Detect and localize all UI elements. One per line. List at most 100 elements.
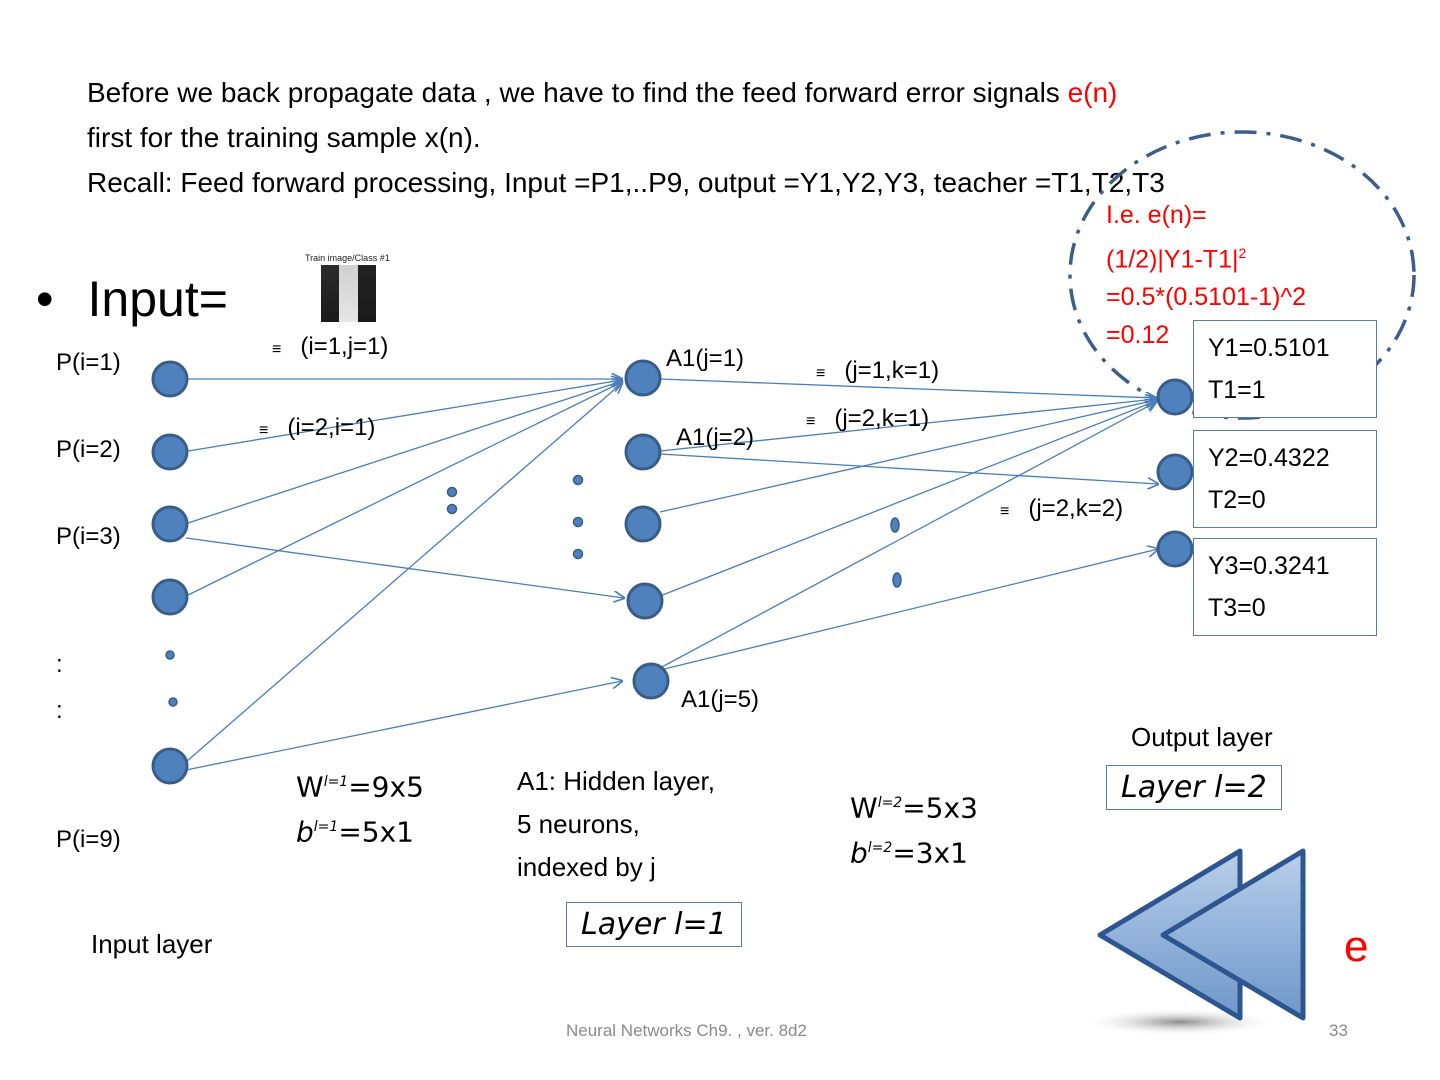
error-signal-term: e(n) bbox=[1067, 77, 1118, 108]
thumbnail-column bbox=[339, 265, 358, 322]
output-node bbox=[1156, 530, 1194, 568]
edge-p3-a4 bbox=[185, 537, 624, 598]
intro-line-1: Before we back propagate data , we have … bbox=[87, 77, 1068, 108]
description-line: A1: Hidden layer, bbox=[517, 766, 716, 796]
output-box-y3: Y3=0.3241 T3=0 bbox=[1193, 538, 1377, 636]
input-node bbox=[151, 505, 189, 543]
teacher-value: T2=0 bbox=[1208, 486, 1266, 514]
equivalence-symbol: ≡ bbox=[806, 413, 815, 430]
output-box-y1: Y1=0.5101 T1=1 bbox=[1193, 320, 1377, 418]
ellipsis-dot bbox=[572, 548, 584, 560]
error-line: =0.5*(0.5101-1)^2 bbox=[1106, 283, 1307, 312]
output-box-y2: Y2=0.4322 T2=0 bbox=[1193, 430, 1377, 528]
hidden-node bbox=[624, 433, 662, 471]
ellipsis-dot bbox=[446, 486, 458, 498]
rewind-triangle-front bbox=[1160, 848, 1306, 1021]
error-line: (1/2)|Y1-T1| bbox=[1106, 245, 1239, 274]
input-node bbox=[151, 360, 189, 398]
edge-a4-y1 bbox=[659, 401, 1156, 597]
weight-label-i2-i1: ≡ (i=2,i=1) bbox=[259, 414, 375, 442]
hidden-layer-description: A1: Hidden layer, 5 neurons, indexed by … bbox=[517, 760, 715, 889]
rewind-icon bbox=[1080, 848, 1306, 1036]
input-label: Input= bbox=[87, 271, 228, 327]
edge-a5-y3 bbox=[659, 549, 1158, 671]
intro-line-3: Recall: Feed forward processing, Input =… bbox=[87, 167, 1165, 198]
ellipsis-dot bbox=[890, 517, 900, 533]
weight-dimension: =9x5 bbox=[348, 770, 424, 804]
description-line: indexed by j bbox=[517, 852, 656, 882]
input-bullet: • Input= bbox=[36, 270, 228, 328]
teacher-value: T3=0 bbox=[1208, 594, 1266, 622]
input-label-p3: P(i=3) bbox=[56, 523, 121, 550]
layer2-dimensions: Wl=2=5x3 bl=2=3x1 bbox=[850, 783, 978, 874]
bullet-dot: • bbox=[36, 271, 54, 327]
weight-index: (i=1,j=1) bbox=[300, 333, 389, 360]
ellipsis-dot bbox=[168, 697, 178, 707]
equivalence-symbol: ≡ bbox=[259, 422, 268, 439]
teacher-value: T1=1 bbox=[1208, 376, 1266, 404]
weight-index: (j=2,k=1) bbox=[834, 405, 930, 432]
edge-a3-y1 bbox=[659, 400, 1156, 513]
backprop-error-label: e bbox=[1344, 922, 1369, 971]
description-line: 5 neurons, bbox=[517, 809, 640, 839]
edge-p3-a1 bbox=[187, 381, 622, 524]
error-highlight-circle bbox=[1068, 130, 1416, 420]
error-exponent: 2 bbox=[1238, 245, 1247, 261]
bias-symbol: b bbox=[296, 815, 314, 849]
ellipsis-dot bbox=[572, 516, 584, 528]
page-number: 33 bbox=[1329, 1021, 1348, 1040]
weight-index: (i=2,i=1) bbox=[287, 414, 376, 441]
ellipsis-dot bbox=[892, 572, 902, 588]
equivalence-symbol: ≡ bbox=[816, 365, 825, 382]
thumbnail-title: Train image/Class #1 bbox=[305, 253, 390, 263]
edge-p4-a1 bbox=[187, 382, 622, 596]
weight-label-j2-k2: ≡ (j=2,k=2) bbox=[1000, 495, 1123, 523]
output-value: Y2=0.4322 bbox=[1208, 444, 1330, 472]
hidden-label-a1: A1(j=1) bbox=[666, 345, 745, 372]
weight-label-i1-j1: ≡ (i=1,j=1) bbox=[272, 333, 388, 361]
intro-text: Before we back propagate data , we have … bbox=[87, 70, 1165, 205]
ellipsis-dot bbox=[572, 474, 584, 486]
bias-dimension: =3x1 bbox=[892, 836, 968, 870]
layer1-dimensions: Wl=1=9x5 bl=1=5x1 bbox=[296, 762, 424, 853]
output-value: Y3=0.3241 bbox=[1208, 552, 1330, 580]
input-label-ellipsis: : bbox=[56, 697, 63, 724]
weight-index: (j=2,k=2) bbox=[1028, 495, 1124, 522]
hidden-node bbox=[624, 359, 662, 397]
layer-1-label: Layer l=1 bbox=[566, 902, 742, 947]
edge-p9-a5 bbox=[185, 681, 622, 771]
hidden-label-a2: A1(j=2) bbox=[676, 424, 755, 451]
edge-a2-y2 bbox=[659, 453, 1158, 484]
weight-index: (j=1,k=1) bbox=[844, 357, 940, 384]
intro-line-2: first for the training sample x(n). bbox=[87, 122, 481, 153]
layer-superscript: l=1 bbox=[323, 774, 349, 790]
input-label-ellipsis: : bbox=[56, 651, 63, 678]
weight-symbol: W bbox=[850, 791, 878, 825]
hidden-node bbox=[626, 582, 664, 620]
layer-superscript: l=2 bbox=[877, 795, 903, 811]
training-image-thumbnail bbox=[321, 265, 376, 322]
thumbnail-column bbox=[357, 265, 376, 322]
input-layer-title: Input layer bbox=[91, 929, 213, 959]
equivalence-symbol: ≡ bbox=[272, 341, 281, 358]
output-layer-title: Output layer bbox=[1131, 722, 1273, 752]
layer-2-label: Layer l=2 bbox=[1106, 765, 1282, 810]
ellipsis-dot bbox=[446, 503, 458, 515]
error-line: I.e. e(n)= bbox=[1106, 201, 1207, 229]
weight-label-j2-k1: ≡ (j=2,k=1) bbox=[806, 405, 929, 433]
weight-symbol: W bbox=[296, 770, 324, 804]
hidden-label-a5: A1(j=5) bbox=[681, 686, 760, 713]
ellipsis-dot bbox=[165, 650, 175, 660]
input-node bbox=[151, 433, 189, 471]
rewind-shadow bbox=[1080, 1008, 1280, 1036]
weight-dimension: =5x3 bbox=[902, 791, 978, 825]
input-node bbox=[151, 578, 189, 616]
bias-dimension: =5x1 bbox=[338, 815, 414, 849]
input-label-p1: P(i=1) bbox=[56, 349, 121, 376]
bias-symbol: b bbox=[850, 836, 868, 870]
edge-a5-y1 bbox=[659, 402, 1156, 669]
output-node bbox=[1156, 453, 1194, 491]
edge-p2-a1 bbox=[187, 380, 622, 452]
edge-p9-a1 bbox=[185, 383, 622, 763]
